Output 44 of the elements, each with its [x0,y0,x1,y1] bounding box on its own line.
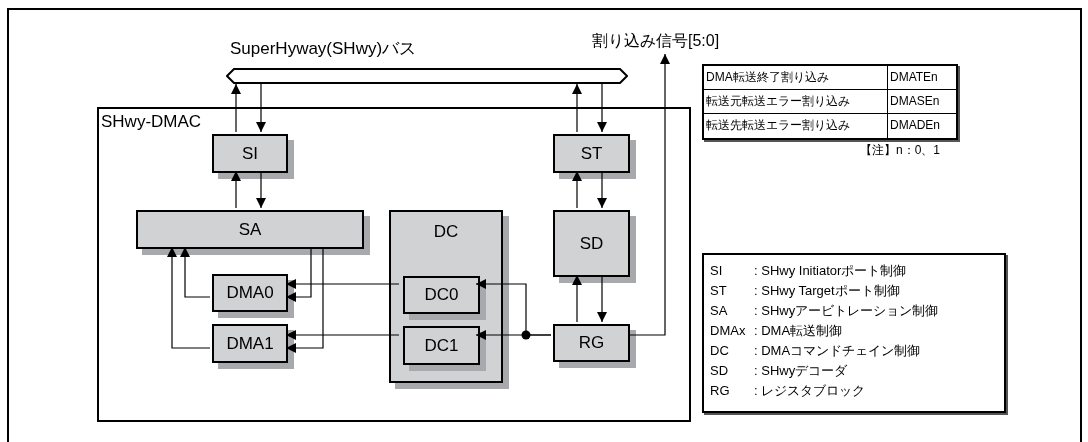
bus-label: SuperHyway(SHwy)バス [230,38,417,60]
arrow [256,83,266,133]
abbreviation: SD [710,362,730,380]
arrow [597,83,607,133]
abbreviation: SI [710,262,724,280]
signal-label: 割り込み信号[5:0] [592,28,732,54]
abbreviation-description: : SHwyアービトレーション制御 [754,302,939,320]
arrow [597,274,607,323]
table-cell: DMA転送終了割り込み [704,66,888,90]
note-text: 【注】n：0、1 [860,142,941,159]
module-title: SHwy-DMAC [101,112,202,132]
arrow [285,246,312,302]
table-cell: 転送先転送エラー割り込み [704,114,888,138]
abbreviation: ST [710,282,728,300]
abbreviation: RG [710,382,731,400]
table-cell: DMATEn [888,66,956,90]
abbreviation-description: : DMAコマンドチェイン制御 [754,342,921,360]
arrow [285,279,400,289]
arrow [285,246,324,353]
block-title: DC [432,222,460,242]
arrow [572,170,582,209]
arrow [285,330,400,340]
abbreviation: DMAx [710,322,747,340]
arrow [231,170,241,209]
table-cell: DMASEn [888,90,956,114]
abbreviation-description: : DMA転送制御 [754,322,843,340]
table-cell-text: DMADEn [889,117,941,134]
module-frame [97,107,691,422]
arrow [180,246,211,298]
arrow [231,83,241,133]
arrow [572,274,582,323]
arrow [167,246,211,349]
arrow [627,53,670,336]
arrow [256,170,266,209]
abbreviation-description: : SHwy Initiatorポート制御 [754,262,907,280]
arrow [572,83,582,133]
abbreviation-description: : SHwyデコーダ [754,362,848,380]
abbreviation-description: : SHwy Targetポート制御 [754,282,900,300]
abbreviation: SA [710,302,729,320]
arrow [597,170,607,209]
table-cell: 転送元転送エラー割り込み [704,90,888,114]
arrow [475,330,552,340]
abbreviation: DC [710,342,730,360]
abbreviation-description: : レジスタブロック [754,382,866,400]
